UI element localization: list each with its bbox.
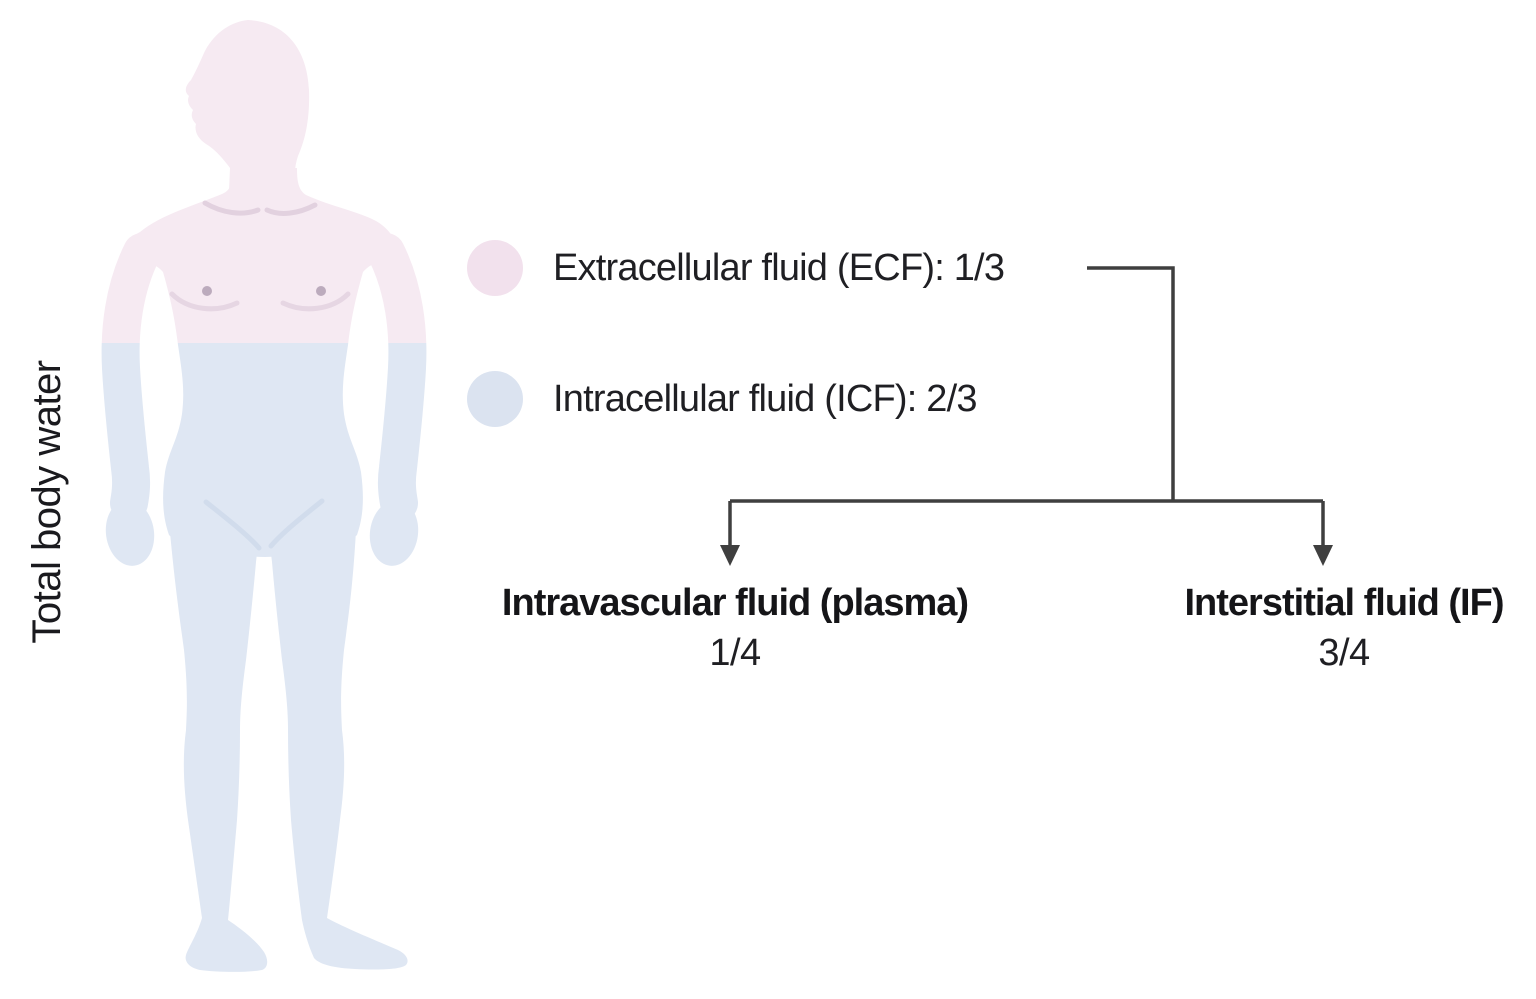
collarbone-lines [202, 200, 318, 216]
branch-interstitial-title: Interstitial fluid (IF) [1184, 582, 1505, 624]
branch-interstitial: Interstitial fluid (IF) 3/4 [1144, 581, 1536, 675]
hip-lines [203, 498, 325, 551]
branch-intravascular-fraction: 1/4 [709, 632, 761, 674]
branch-arrow-left-head [720, 545, 740, 566]
legend-item-ecf: Extracellular fluid (ECF): 1/3 [467, 240, 1005, 296]
branch-intravascular: Intravascular fluid (plasma) 1/4 [435, 581, 1035, 675]
branch-arrow-right-head [1313, 545, 1333, 566]
icf-legend-label: Intracellular fluid (ICF): 2/3 [553, 378, 978, 420]
nipple-left [202, 286, 212, 296]
branch-intravascular-title: Intravascular fluid (plasma) [501, 582, 969, 624]
legend-item-icf: Intracellular fluid (ICF): 2/3 [467, 371, 978, 427]
ecf-legend-label: Extracellular fluid (ECF): 1/3 [553, 247, 1005, 289]
axis-label-total-body-water: Total body water [25, 360, 69, 644]
icf-color-swatch [467, 371, 523, 427]
chest-crease-lines [169, 291, 351, 312]
nipple-right [316, 286, 326, 296]
ecf-connector-line [1087, 266, 1175, 501]
branch-interstitial-fraction: 3/4 [1318, 632, 1370, 674]
ecf-color-swatch [467, 240, 523, 296]
